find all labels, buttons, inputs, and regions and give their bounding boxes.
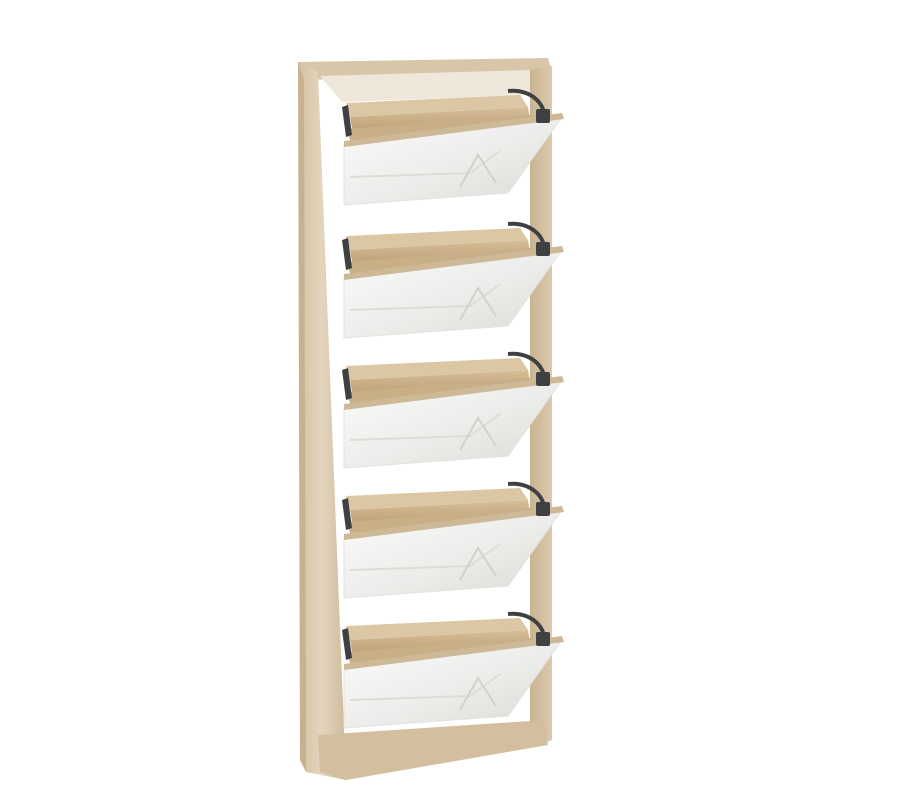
drawer-door-edge	[344, 113, 564, 147]
drawer-left-hinge	[342, 498, 352, 530]
cabinet-left-side	[298, 62, 346, 780]
drawer-back-board	[346, 488, 528, 510]
drawer-inner-board	[350, 500, 530, 522]
drawer-hinge-bracket	[536, 109, 550, 123]
drawer-4	[342, 481, 564, 599]
drawer-door-bracket-shadow	[459, 286, 497, 321]
cabinet-bottom-panel	[318, 720, 548, 780]
drawer-back-board	[346, 358, 528, 380]
drawer-back-board	[346, 95, 528, 117]
drawer-hinge-bracket	[536, 372, 550, 386]
cabinet-top-panel	[298, 58, 552, 80]
drawer-left-hinge	[342, 368, 352, 400]
drawer-door-edge	[344, 376, 564, 410]
drawer-left-hinge	[342, 628, 352, 660]
drawer-door-reflection	[349, 283, 501, 311]
drawer-back-board	[346, 618, 528, 640]
drawer-door-bracket-shadow	[459, 416, 497, 451]
tilt-drawers	[342, 88, 564, 729]
drawer-inner-board	[350, 630, 530, 652]
drawer-door-reflection	[349, 413, 501, 441]
drawer-inner-board	[350, 107, 530, 129]
drawer-inner-board	[350, 370, 530, 392]
drawer-inner-board	[350, 240, 530, 262]
drawer-5	[342, 611, 564, 729]
drawer-hinge-bracket	[536, 502, 550, 516]
drawer-left-hinge	[342, 238, 352, 270]
cabinet-top-opening	[320, 70, 530, 102]
drawer-door-bracket-shadow	[459, 153, 497, 188]
drawer-3	[342, 351, 564, 469]
drawer-door-reflection	[349, 543, 501, 571]
drawer-hinge-bracket	[536, 632, 550, 646]
drawer-door-edge	[344, 636, 564, 670]
drawer-door-reflection	[349, 150, 501, 178]
drawer-door-edge	[344, 246, 564, 280]
drawer-1	[342, 88, 564, 206]
drawer-2	[342, 221, 564, 339]
drawer-door-bracket-shadow	[459, 546, 497, 581]
drawer-door-reflection	[349, 673, 501, 701]
drawer-door-bracket-shadow	[459, 676, 497, 711]
drawer-left-hinge	[342, 105, 352, 137]
drawer-door-edge	[344, 506, 564, 540]
cabinet-left-edge	[298, 62, 306, 772]
drawer-hinge-bracket	[536, 242, 550, 256]
drawer-back-board	[346, 228, 528, 250]
